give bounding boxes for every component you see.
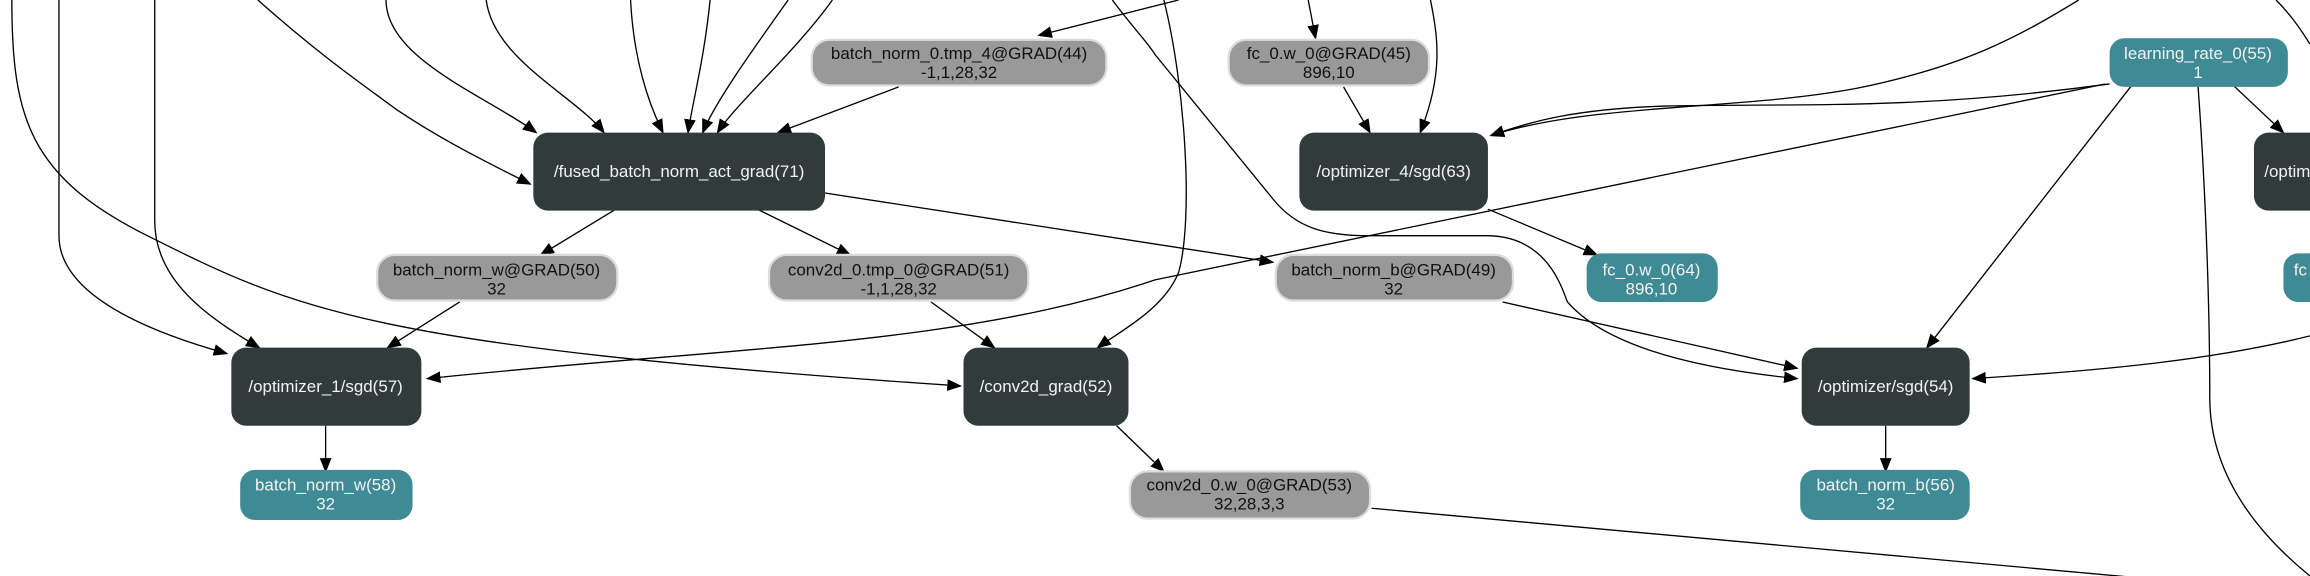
edges xyxy=(11,0,2310,576)
edge xyxy=(485,0,605,134)
edge xyxy=(756,208,852,256)
node-label: fc xyxy=(2294,260,2308,279)
edge xyxy=(629,0,664,134)
edge xyxy=(154,0,261,349)
node-shape: 32 xyxy=(1384,280,1403,299)
nodes: batch_norm_0.tmp_4@GRAD(44) -1,1,28,32 f… xyxy=(231,38,2310,521)
node-fc-0-w-0-grad[interactable]: fc_0.w_0@GRAD(45) 896,10 xyxy=(1227,38,1431,87)
node-shape: -1,1,28,32 xyxy=(921,63,997,82)
edge xyxy=(58,0,229,356)
edge xyxy=(776,86,899,134)
node-conv2d-tmp-0-grad[interactable]: conv2d_0.tmp_0@GRAD(51) -1,1,28,32 xyxy=(767,253,1030,302)
edge xyxy=(1487,208,1599,256)
edge xyxy=(257,0,532,185)
node-label: batch_norm_w(58) xyxy=(255,476,396,495)
node-label: batch_norm_b@GRAD(49) xyxy=(1291,260,1496,279)
node-shape: 896,10 xyxy=(1303,63,1355,82)
node-shape: 32 xyxy=(316,495,335,514)
edge xyxy=(386,301,461,349)
node-shape: 1 xyxy=(2193,63,2202,82)
node-label: /optimizer/sgd(54) xyxy=(1818,377,1954,396)
edge xyxy=(1502,301,1799,372)
node-shape: 32,28,3,3 xyxy=(1214,495,1285,514)
edge xyxy=(2232,84,2285,134)
edge xyxy=(1489,0,2080,138)
node-optimizer-4-sgd[interactable]: /optimizer_4/sgd(63) xyxy=(1299,132,1488,211)
node-fused-batch-norm-act-grad[interactable]: /fused_batch_norm_act_grad(71) xyxy=(533,132,826,211)
edge xyxy=(425,83,2106,384)
node-label: batch_norm_w@GRAD(50) xyxy=(393,260,600,279)
node-shape: 32 xyxy=(487,280,506,299)
edge xyxy=(1111,0,1799,384)
node-optimizer-sgd[interactable]: /optimizer/sgd(54) xyxy=(1801,347,1970,426)
edge xyxy=(539,208,617,256)
node-label: fc_0.w_0(64) xyxy=(1602,260,1700,279)
edge xyxy=(2197,85,2310,576)
edge xyxy=(1371,507,2126,576)
node-label: /optimizer_1/sgd(57) xyxy=(248,377,402,396)
edge xyxy=(1037,0,1179,38)
node-label: batch_norm_0.tmp_4@GRAD(44) xyxy=(831,44,1087,63)
edge xyxy=(2275,0,2310,45)
node-fc-partial[interactable]: fc xyxy=(2283,253,2310,302)
node-batch-norm-w-grad[interactable]: batch_norm_w@GRAD(50) 32 xyxy=(376,253,619,302)
edge xyxy=(1926,85,2133,349)
edge xyxy=(385,0,538,134)
edge xyxy=(1971,335,2310,384)
node-label: /conv2d_grad(52) xyxy=(980,377,1113,396)
node-label: /optim xyxy=(2264,162,2310,181)
node-shape: 896,10 xyxy=(1626,280,1678,299)
node-label: conv2d_0.tmp_0@GRAD(51) xyxy=(788,260,1010,279)
edge xyxy=(1342,86,1371,134)
node-shape: 32 xyxy=(1876,495,1895,514)
edge xyxy=(1419,0,1438,134)
node-optimizer-1-sgd[interactable]: /optimizer_1/sgd(57) xyxy=(231,347,422,426)
edge xyxy=(1307,0,1319,40)
node-conv2d-grad[interactable]: /conv2d_grad(52) xyxy=(963,347,1129,426)
edge xyxy=(1489,83,2110,137)
node-label: /optimizer_4/sgd(63) xyxy=(1316,162,1470,181)
node-batch-norm-0-tmp-4-grad[interactable]: batch_norm_0.tmp_4@GRAD(44) -1,1,28,32 xyxy=(810,38,1108,87)
edge xyxy=(716,0,833,134)
node-label: conv2d_0.w_0@GRAD(53) xyxy=(1147,476,1352,495)
edge xyxy=(930,301,996,349)
node-batch-norm-b-grad[interactable]: batch_norm_b@GRAD(49) 32 xyxy=(1274,253,1515,302)
node-conv2d-w-0-grad[interactable]: conv2d_0.w_0@GRAD(53) 32,28,3,3 xyxy=(1128,470,1372,520)
node-batch-norm-w[interactable]: batch_norm_w(58) 32 xyxy=(240,469,413,521)
node-optimizer-partial[interactable]: /optim xyxy=(2253,132,2310,211)
edge xyxy=(702,0,789,134)
node-batch-norm-b[interactable]: batch_norm_b(56) 32 xyxy=(1800,469,1970,521)
node-label: /fused_batch_norm_act_grad(71) xyxy=(554,162,804,181)
node-fc-0-w-0[interactable]: fc_0.w_0(64) 896,10 xyxy=(1586,253,1718,302)
edge xyxy=(1096,0,1187,349)
node-label: learning_rate_0(55) xyxy=(2124,44,2272,63)
node-label: fc_0.w_0@GRAD(45) xyxy=(1247,44,1411,63)
edge xyxy=(1116,425,1165,473)
edge xyxy=(824,192,1275,267)
node-learning-rate[interactable]: learning_rate_0(55) 1 xyxy=(2109,38,2288,87)
node-shape: -1,1,28,32 xyxy=(861,280,937,299)
edge xyxy=(684,0,711,135)
node-label: batch_norm_b(56) xyxy=(1816,476,1954,495)
edge xyxy=(11,0,963,391)
